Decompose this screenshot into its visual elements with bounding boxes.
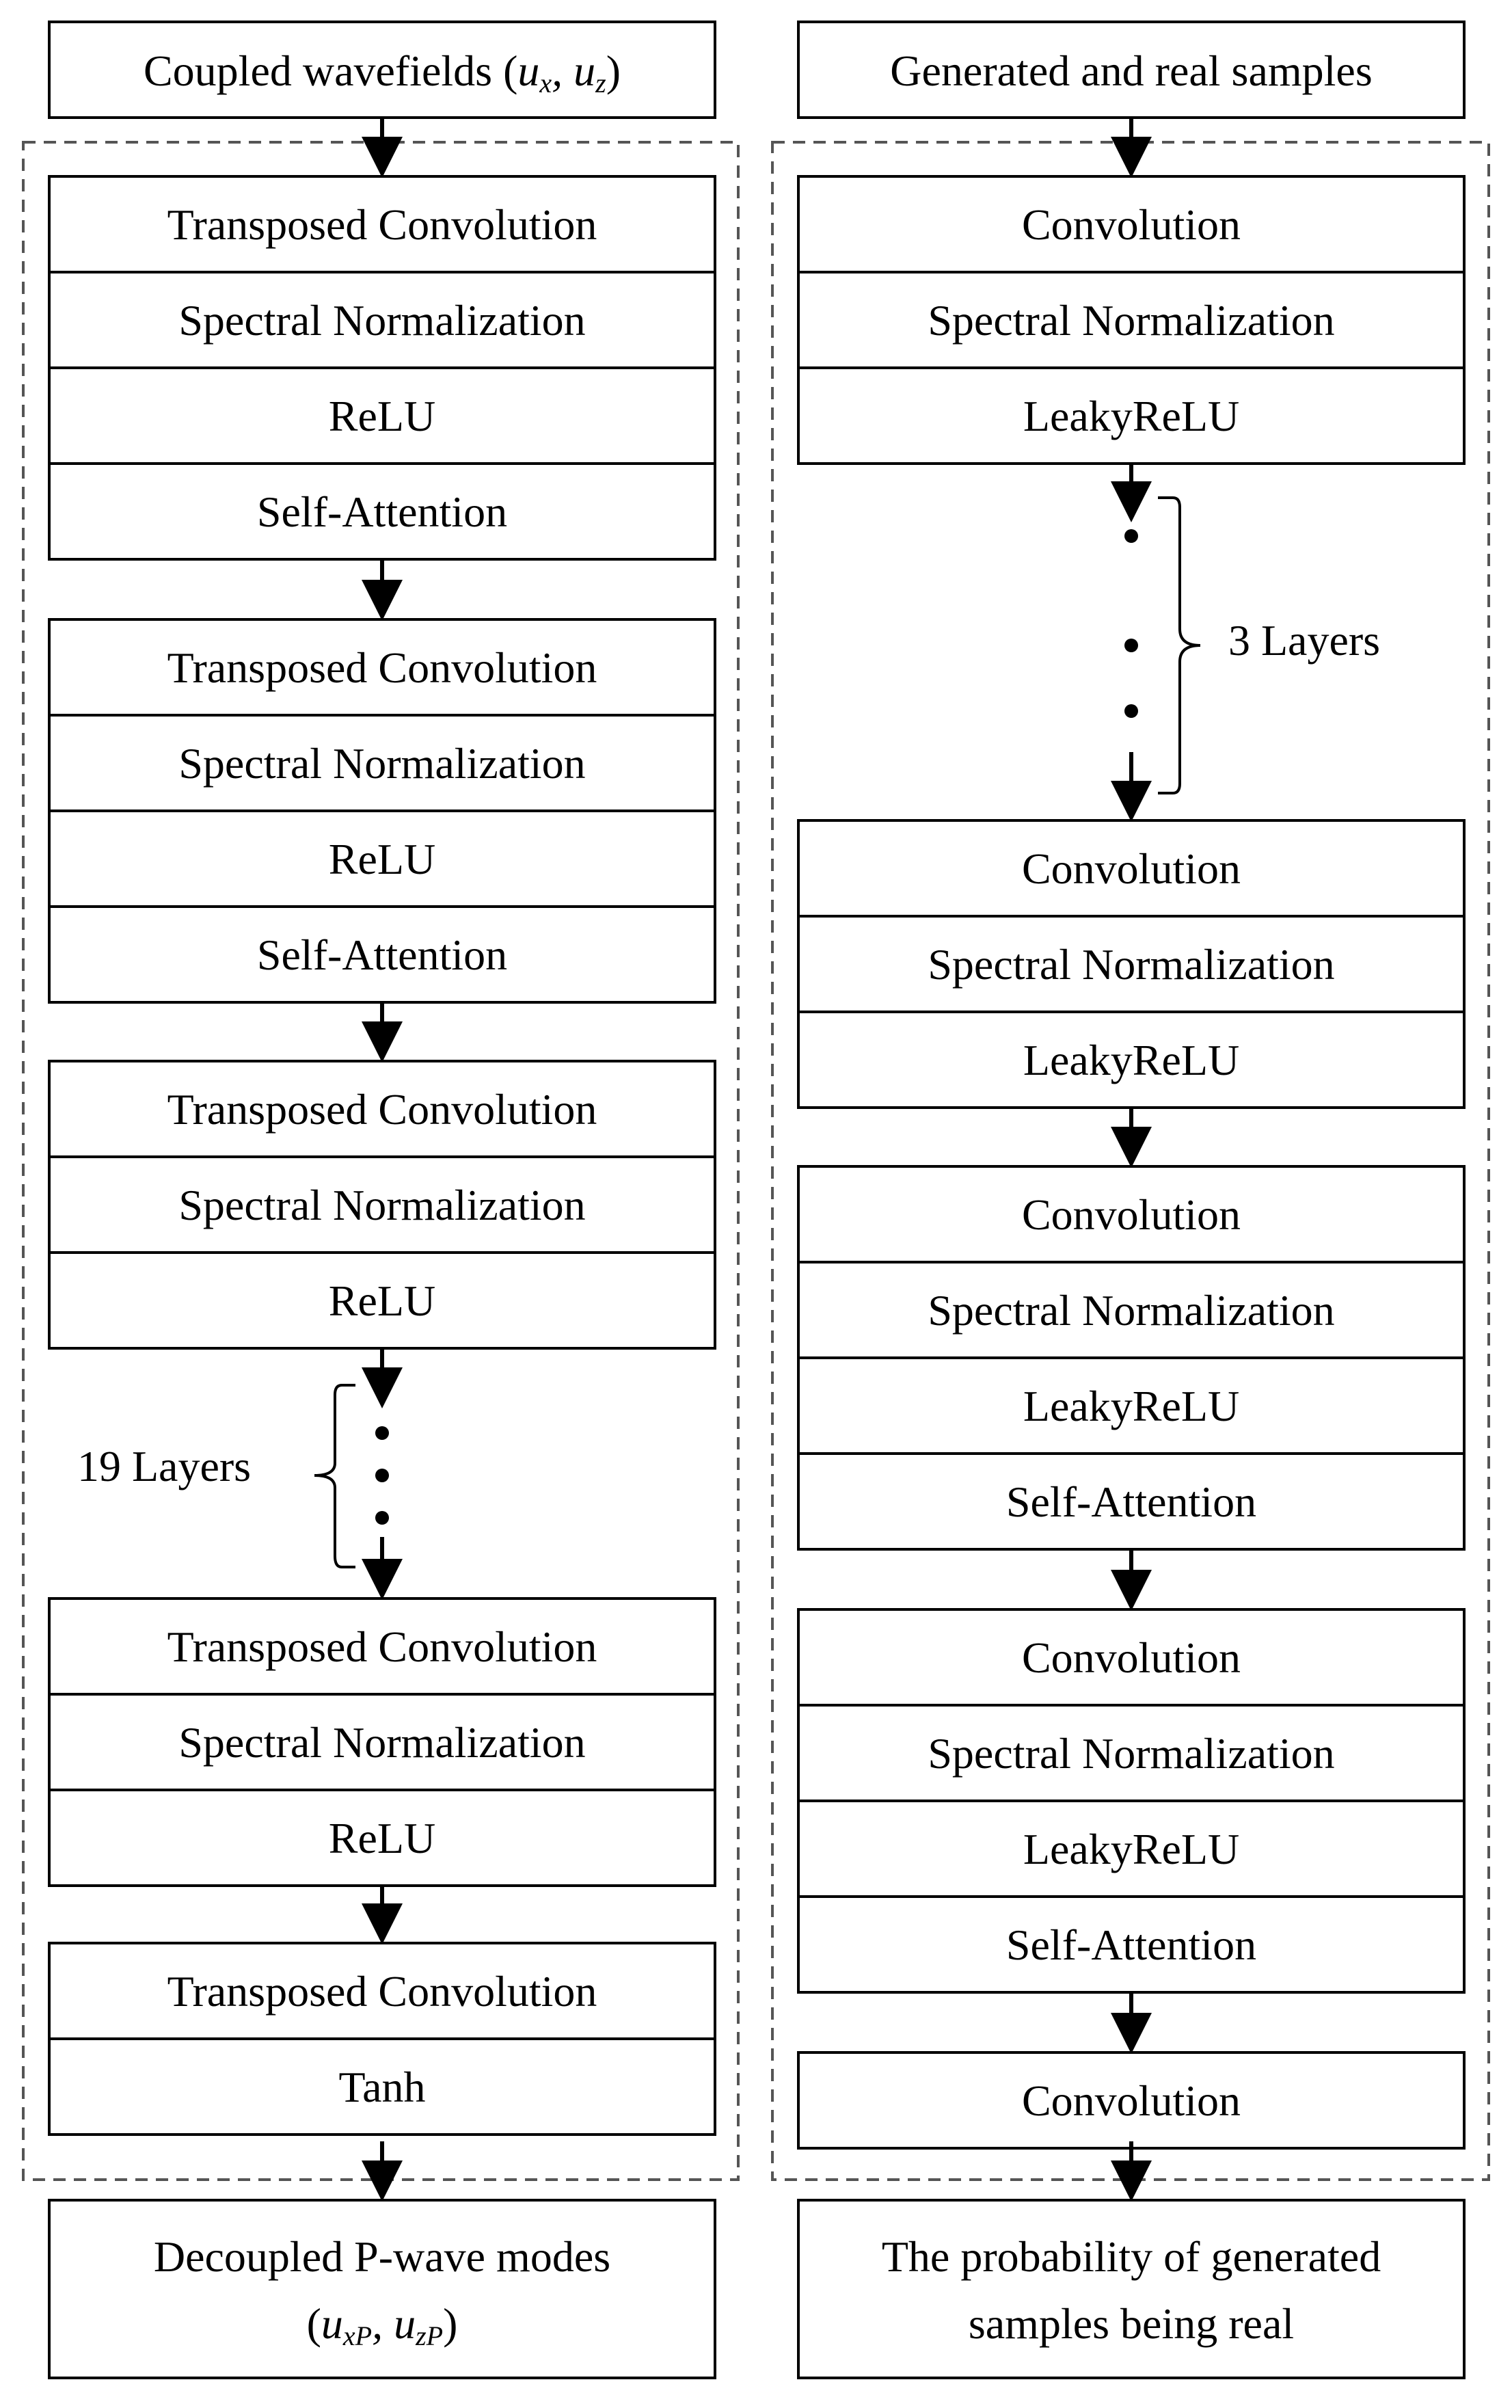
transposed-convolution-layer-label: Transposed Convolution xyxy=(167,643,597,692)
dot xyxy=(1124,704,1138,718)
layer-cell xyxy=(797,271,1466,369)
relu-layer-label: ReLU xyxy=(329,1814,435,1862)
leakyrelu-layer-label: LeakyReLU xyxy=(1023,392,1239,440)
discriminator-input-label: Generated and real samples xyxy=(890,46,1372,95)
layer-cell xyxy=(797,1452,1466,1551)
layer-cell xyxy=(797,1165,1466,1263)
relu-layer-label: ReLU xyxy=(329,392,435,440)
dot xyxy=(1124,639,1138,652)
generator-ellipsis-dots xyxy=(375,1426,389,1525)
generator-output-line1: Decoupled P-wave modes xyxy=(154,2232,610,2281)
discriminator-input-box: Generated and real samples xyxy=(797,21,1466,119)
transposed-convolution-layer-label: Transposed Convolution xyxy=(167,200,597,249)
spectral-normalization-layer-label: Spectral Normalization xyxy=(928,1729,1334,1778)
layer-cell xyxy=(797,915,1466,1013)
layer-cell xyxy=(48,271,716,369)
spectral-normalization-layer-label: Spectral Normalization xyxy=(928,296,1334,345)
layer-cell xyxy=(48,1789,716,1887)
dot xyxy=(375,1469,389,1482)
generator-input-label: Coupled wavefields (ux, uz) xyxy=(144,46,621,98)
discriminator-output-line1: The probability of generated xyxy=(882,2232,1381,2281)
discriminator-repeat-label: 3 Layers xyxy=(1228,616,1380,665)
layer-cell xyxy=(797,1704,1466,1802)
relu-layer-label: ReLU xyxy=(329,1276,435,1325)
layer-cell xyxy=(48,1060,716,1158)
self-attention-layer-label: Self-Attention xyxy=(257,487,507,536)
transposed-convolution-layer-label: Transposed Convolution xyxy=(167,1967,597,2016)
layer-cell xyxy=(797,1261,1466,1359)
generator-repeat-brace xyxy=(314,1384,355,1568)
convolution-layer-label: Convolution xyxy=(1022,844,1241,893)
convolution-layer-label: Convolution xyxy=(1022,200,1241,249)
dot xyxy=(375,1511,389,1525)
spectral-normalization-layer-label: Spectral Normalization xyxy=(178,296,585,345)
layer-cell xyxy=(48,366,716,465)
transposed-convolution-layer-label: Transposed Convolution xyxy=(167,1622,597,1671)
layer-cell xyxy=(48,905,716,1004)
layer-cell xyxy=(48,810,716,908)
generator-input-box: Coupled wavefields (ux, uz) xyxy=(48,21,716,119)
generator-repeat-label: 19 Layers xyxy=(77,1442,251,1490)
self-attention-layer-label: Self-Attention xyxy=(1006,1921,1256,1969)
discriminator-repeat-brace xyxy=(1158,496,1201,794)
layer-cell xyxy=(48,1693,716,1791)
layer-cell xyxy=(48,462,716,561)
layer-cell xyxy=(797,1356,1466,1455)
discriminator-block-5: Convolution xyxy=(797,2051,1466,2150)
discriminator-ellipsis-dots xyxy=(1124,529,1138,718)
layer-cell xyxy=(48,2037,716,2136)
spectral-normalization-layer-label: Spectral Normalization xyxy=(928,940,1334,989)
tanh-layer-label: Tanh xyxy=(338,2063,425,2111)
leakyrelu-layer-label: LeakyReLU xyxy=(1023,1382,1239,1430)
layer-cell xyxy=(48,714,716,812)
discriminator-output-line2: samples being real xyxy=(969,2299,1294,2348)
layer-cell xyxy=(797,1011,1466,1109)
layer-cell xyxy=(797,1895,1466,1994)
convolution-layer-label: Convolution xyxy=(1022,1190,1241,1239)
discriminator-output-box: The probability of generated samples bei… xyxy=(797,2199,1466,2379)
layer-cell xyxy=(48,618,716,717)
spectral-normalization-layer-label: Spectral Normalization xyxy=(178,1718,585,1767)
self-attention-layer-label: Self-Attention xyxy=(1006,1477,1256,1526)
convolution-layer-label: Convolution xyxy=(1022,1633,1241,1682)
generator-output-box: Decoupled P-wave modes (uxP, uzP) xyxy=(48,2199,716,2379)
layer-cell xyxy=(797,175,1466,273)
dot xyxy=(1124,529,1138,543)
generator-output-line2: (uxP, uzP) xyxy=(307,2299,458,2351)
self-attention-layer-label: Self-Attention xyxy=(257,931,507,979)
spectral-normalization-layer-label: Spectral Normalization xyxy=(178,1181,585,1229)
relu-layer-label: ReLU xyxy=(329,835,435,883)
spectral-normalization-layer-label: Spectral Normalization xyxy=(178,739,585,788)
layer-cell xyxy=(48,1155,716,1254)
convolution-layer-label: Convolution xyxy=(1022,2076,1241,2125)
transposed-convolution-layer-label: Transposed Convolution xyxy=(167,1085,597,1134)
leakyrelu-layer-label: LeakyReLU xyxy=(1023,1036,1239,1084)
leakyrelu-layer-label: LeakyReLU xyxy=(1023,1825,1239,1873)
dot xyxy=(375,1426,389,1440)
layer-cell xyxy=(797,366,1466,465)
spectral-normalization-layer-label: Spectral Normalization xyxy=(928,1286,1334,1335)
layer-cell xyxy=(48,175,716,273)
